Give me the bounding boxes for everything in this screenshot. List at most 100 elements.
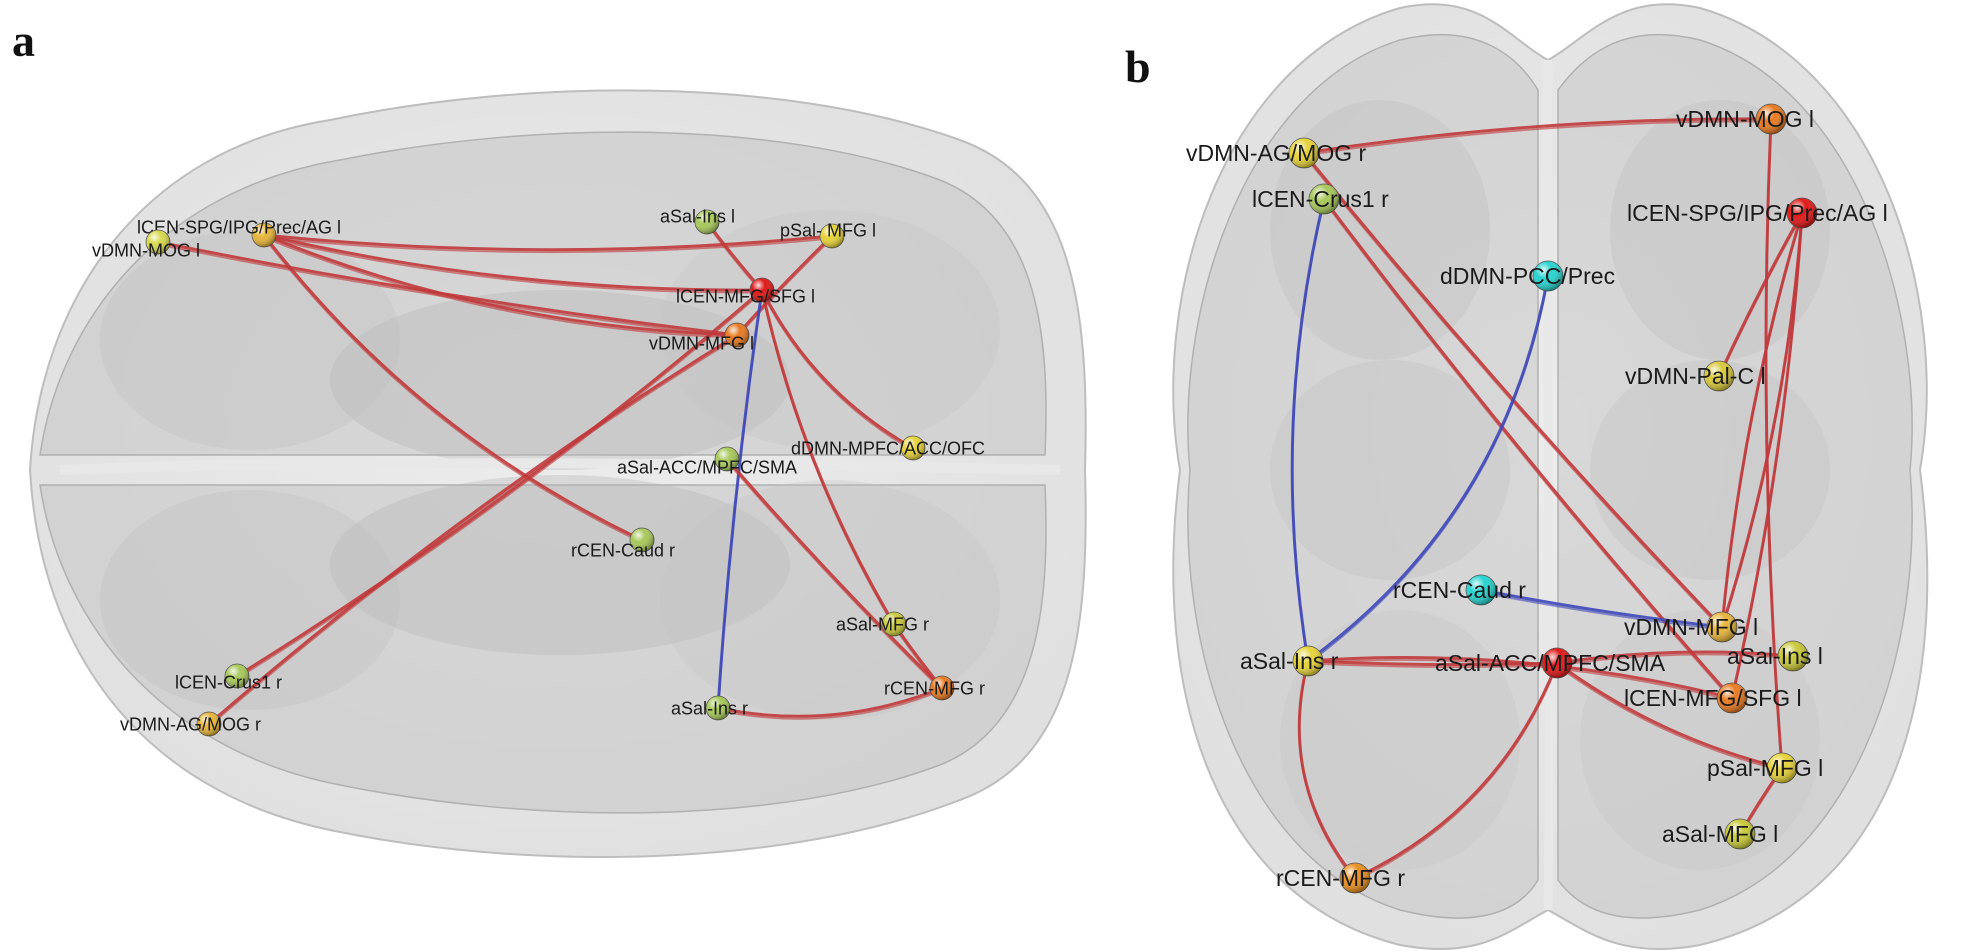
edge-asal_acc-to-asal_ins_l — [1555, 650, 1795, 665]
edge-asal_acc-to-asal_ins_l-strand — [1556, 653, 1794, 667]
node-shading-asal_ins_l — [1778, 641, 1808, 671]
node-rcen_caud: rCEN-Caud r — [571, 527, 675, 560]
edge-lcen_spg-to-vdmn_mfg_l-strand — [1721, 214, 1803, 631]
node-rcen_mfg_r: rCEN-MFG r — [884, 675, 985, 701]
node-shading-rcen_mfg_r — [930, 676, 954, 700]
node-label-lcen_spg: lCEN-SPG/IPG/Prec/AG l — [137, 217, 341, 237]
panel-a: a lCEN-SPG/IPG/Prec/AG l vDMN-MOG l aSal-I… — [12, 15, 1087, 859]
node-shading-asal_ins_l — [695, 210, 719, 234]
edge-lcen_mfg_sfg-to-ddmn_mpfc — [760, 288, 915, 450]
node-shading-rcen_caud — [630, 528, 654, 552]
edge-vdmn_ag_mog_r-to-vdmn_mog_l-strand — [1303, 120, 1772, 157]
node-label-ddmn_mpfc: dDMN-MPFC/ACC/OFC — [791, 438, 985, 458]
edge-lcen_mfg_sfg-to-lcen_crus1 — [235, 288, 764, 678]
edge-lcen_mfg_sfg-to-lcen_crus1-strand — [236, 291, 763, 680]
node-shading-rcen_mfg_r — [1340, 863, 1370, 893]
node-shading-vdmn_mfg_l — [1707, 612, 1737, 642]
node-shading-lcen_spg — [252, 223, 276, 247]
node-asal_ins_r: aSal-Ins r — [671, 695, 748, 721]
panel-b: b vDMN-AG/MOG r lCEN-Crus1 r vDMN-MOG l lCE… — [1125, 3, 1929, 950]
node-shading-asal_ins_r — [706, 696, 730, 720]
node-shading-ddmn_pcc — [1533, 261, 1563, 291]
edge-vdmn_mog_l-to-psal_mfg_l-strand — [1765, 120, 1783, 772]
node-label-vdmn_mfg_l: vDMN-MFG l — [1624, 614, 1758, 640]
node-shading-asal_acc — [1542, 648, 1572, 678]
node-asal_ins_l: aSal-Ins l — [660, 206, 735, 235]
node-lcen_spg: lCEN-SPG/IPG/Prec/AG l — [1627, 197, 1888, 229]
node-label-vdmn_ag_mog_r: vDMN-AG/MOG r — [120, 714, 261, 734]
edge-psal_mfg_l-to-vdmn_mfg_l-strand — [736, 237, 833, 339]
edge-asal_ins_r-to-rcen_mfg_r-strand — [1298, 662, 1356, 882]
edge-asal_ins_r-to-lcen_mfg_sfg — [1306, 656, 1734, 700]
edge-lcen_spg-to-rcen_caud-strand — [263, 236, 643, 544]
edge-asal_acc-to-psal_mfg_l — [1555, 661, 1784, 770]
edge-asal_acc-to-rcen_mfg_r — [725, 457, 944, 690]
node-shading-lcen_mfg_sfg — [1717, 683, 1747, 713]
node-label-asal_acc: aSal-ACC/MPFC/SMA — [617, 457, 797, 477]
panel-b-nodes: vDMN-AG/MOG r lCEN-Crus1 r vDMN-MOG l lCEN-… — [1186, 103, 1888, 894]
node-label-lcen_crus1: lCEN-Crus1 r — [175, 672, 282, 692]
node-label-asal_mfg_r: aSal-MFG r — [836, 614, 929, 634]
node-label-asal_ins_r: aSal-Ins r — [1240, 648, 1339, 674]
edge-lcen_spg-to-lcen_mfg_sfg — [262, 233, 764, 292]
node-label-rcen_caud: rCEN-Caud r — [571, 540, 675, 560]
node-shading-vdmn_mog_l — [1756, 104, 1786, 134]
node-label-vdmn_mog_l: vDMN-MOG l — [92, 240, 200, 260]
node-ddmn_pcc: dDMN-PCC/Prec — [1440, 260, 1615, 292]
edge-ddmn_pcc-to-asal_ins_r-strand — [1307, 277, 1549, 665]
node-label-asal_mfg_l: aSal-MFG l — [1662, 821, 1778, 847]
edge-vdmn_ag_mog_r-to-vdmn_mog_l — [1302, 117, 1773, 155]
node-label-psal_mfg_l: pSal- MFG l — [780, 220, 876, 240]
node-label-lcen_mfg_sfg: lCEN-MFG/SFG l — [1624, 685, 1802, 711]
panel-b-edges — [1290, 117, 1804, 882]
node-lcen_crus1: lCEN-Crus1 r — [175, 663, 282, 692]
node-vdmn_mfg_l: vDMN-MFG l — [649, 322, 754, 353]
edge-vdmn_mog_l-to-vdmn_mfg_l-strand — [157, 243, 738, 339]
edge-lcen_spg-to-psal_mfg_l — [262, 233, 834, 252]
node-label-asal_ins_l: aSal-Ins l — [660, 206, 735, 226]
node-shading-vdmn_ag_mog_r — [197, 712, 221, 736]
edge-rcen_caud-to-vdmn_mfg_l-strand — [1480, 591, 1723, 631]
node-lcen_mfg_sfg: lCEN-MFG/SFG l — [1624, 682, 1802, 714]
edge-lcen_spg-to-rcen_caud — [262, 233, 644, 542]
node-shading-vdmn_mfg_l — [725, 323, 749, 347]
node-vdmn_mog_l: vDMN-MOG l — [1676, 103, 1814, 135]
node-label-lcen_crus1: lCEN-Crus1 r — [1252, 186, 1389, 212]
node-asal_ins_l: aSal-Ins l — [1727, 640, 1823, 672]
panel-a-letter: a — [12, 15, 35, 66]
node-label-rcen_caud: rCEN-Caud r — [1393, 577, 1526, 603]
edge-lcen_spg-to-lcen_mfg_sfg-strand — [263, 236, 763, 294]
node-lcen_spg: lCEN-SPG/IPG/Prec/AG l — [137, 217, 341, 248]
node-shading-asal_ins_r — [1293, 646, 1323, 676]
node-shading-asal_mfg_l — [1725, 819, 1755, 849]
node-asal_ins_r: aSal-Ins r — [1240, 645, 1339, 677]
edge-vdmn_mfg_l-to-vdmn_ag_mog_r-strand — [208, 336, 738, 728]
edge-asal_ins_r-to-lcen_mfg_sfg-strand — [1307, 659, 1733, 702]
edge-lcen_mfg_sfg-to-ddmn_mpfc-strand — [761, 291, 914, 452]
node-shading-vdmn_mog_l — [146, 230, 170, 254]
node-shading-lcen_mfg_sfg — [750, 278, 774, 302]
edge-lcen_spg-to-psal_mfg_l-strand — [263, 236, 833, 254]
edge-rcen_caud-to-vdmn_mfg_l — [1479, 588, 1724, 629]
edge-vdmn_ag_mog_r-to-vdmn_mfg_l-strand — [1303, 154, 1723, 631]
edge-vdmn_mfg_l-to-vdmn_ag_mog_r — [207, 333, 739, 726]
edge-lcen_crus1-to-asal_ins_r-strand — [1291, 200, 1325, 665]
node-psal_mfg_l: pSal-MFG l — [1707, 752, 1823, 784]
node-shading-asal_acc — [715, 447, 739, 471]
node-vdmn_mfg_l: vDMN-MFG l — [1624, 611, 1758, 643]
node-rcen_caud: rCEN-Caud r — [1393, 574, 1526, 606]
node-shading-psal_mfg_l — [1767, 753, 1797, 783]
node-label-vdmn_ag_mog_r: vDMN-AG/MOG r — [1186, 140, 1366, 166]
panel-a-nodes: lCEN-SPG/IPG/Prec/AG l vDMN-MOG l aSal-Ins… — [92, 206, 985, 737]
edge-asal_acc-to-rcen_mfg_r — [1353, 661, 1559, 880]
edge-lcen_crus1-to-lcen_mfg_sfg — [1322, 197, 1734, 700]
node-psal_mfg_l: pSal- MFG l — [780, 220, 876, 249]
node-ddmn_mpfc: dDMN-MPFC/ACC/OFC — [791, 435, 985, 461]
edge-lcen_crus1-to-lcen_mfg_sfg-strand — [1323, 200, 1733, 702]
panel-b-letter: b — [1125, 41, 1151, 92]
edge-lcen_mfg_sfg-to-asal_ins_r-strand — [717, 291, 763, 712]
node-shading-asal_mfg_r — [882, 612, 906, 636]
node-asal_acc: aSal-ACC/MPFC/SMA — [1435, 647, 1666, 679]
edge-asal_acc-to-rcen_mfg_r-strand — [1354, 664, 1558, 882]
node-label-vdmn_mog_l: vDMN-MOG l — [1676, 106, 1814, 132]
